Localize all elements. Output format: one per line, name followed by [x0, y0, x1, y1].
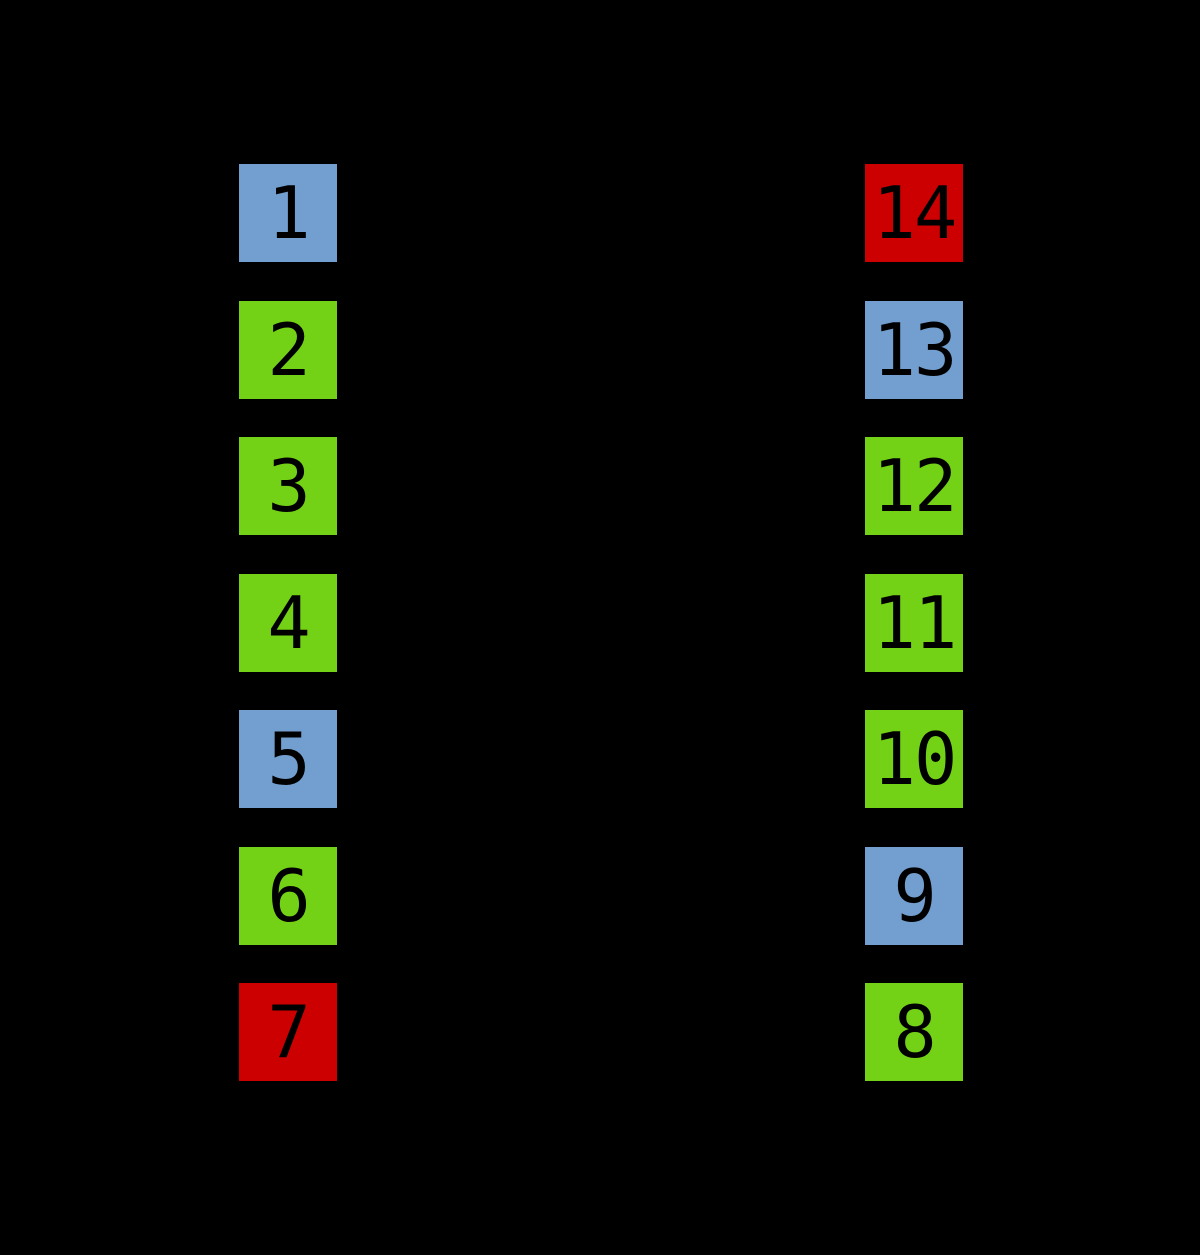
pin-square-3: 3: [239, 437, 337, 535]
pin-column-left: 1 2 3 4 5 6 7: [239, 164, 337, 1081]
pin-square-1: 1: [239, 164, 337, 262]
pin-column-right: 14 13 12 11 10 9 8: [865, 164, 963, 1081]
pin-square-12: 12: [865, 437, 963, 535]
pin-square-9: 9: [865, 846, 963, 945]
pin-square-10: 10: [865, 710, 963, 808]
pin-square-6: 6: [239, 846, 337, 945]
pin-square-11: 11: [865, 573, 963, 672]
pin-square-2: 2: [239, 300, 337, 399]
pin-square-5: 5: [239, 710, 337, 808]
pin-square-8: 8: [865, 983, 963, 1081]
pin-square-7: 7: [239, 983, 337, 1081]
pin-square-13: 13: [865, 300, 963, 399]
pin-square-14: 14: [865, 164, 963, 262]
pin-square-4: 4: [239, 573, 337, 672]
